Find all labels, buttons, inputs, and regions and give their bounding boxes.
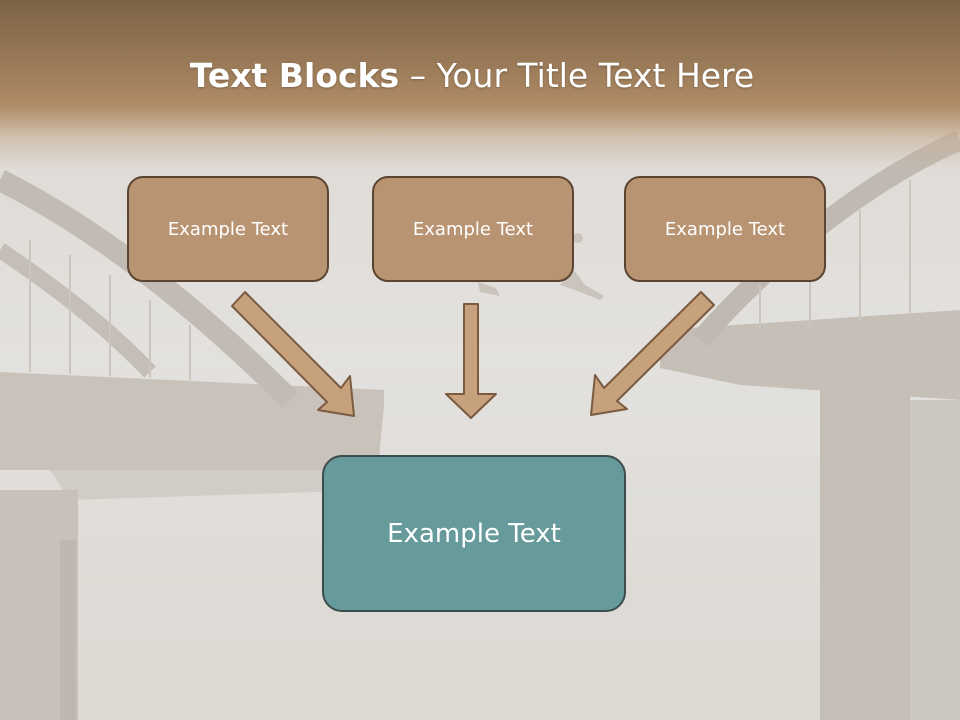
arrow-center-down	[445, 303, 497, 419]
arrow-left-down-right	[231, 291, 355, 417]
text-block-1[interactable]: Example Text	[127, 176, 329, 282]
arrow-right-down-left	[590, 291, 715, 416]
text-block-3[interactable]: Example Text	[624, 176, 826, 282]
title-rest: Your Title Text Here	[436, 56, 755, 95]
text-block-2[interactable]: Example Text	[372, 176, 574, 282]
text-block-3-label: Example Text	[664, 218, 786, 240]
text-block-2-label: Example Text	[412, 218, 534, 240]
header-band	[0, 0, 960, 170]
title-separator: –	[399, 56, 437, 95]
title-bold: Text Blocks	[189, 56, 400, 95]
result-text-block-label: Example Text	[387, 518, 561, 549]
slide-title: Text Blocks – Your Title Text Here	[0, 52, 944, 100]
text-block-1-label: Example Text	[167, 218, 289, 240]
result-text-block[interactable]: Example Text	[322, 455, 626, 612]
